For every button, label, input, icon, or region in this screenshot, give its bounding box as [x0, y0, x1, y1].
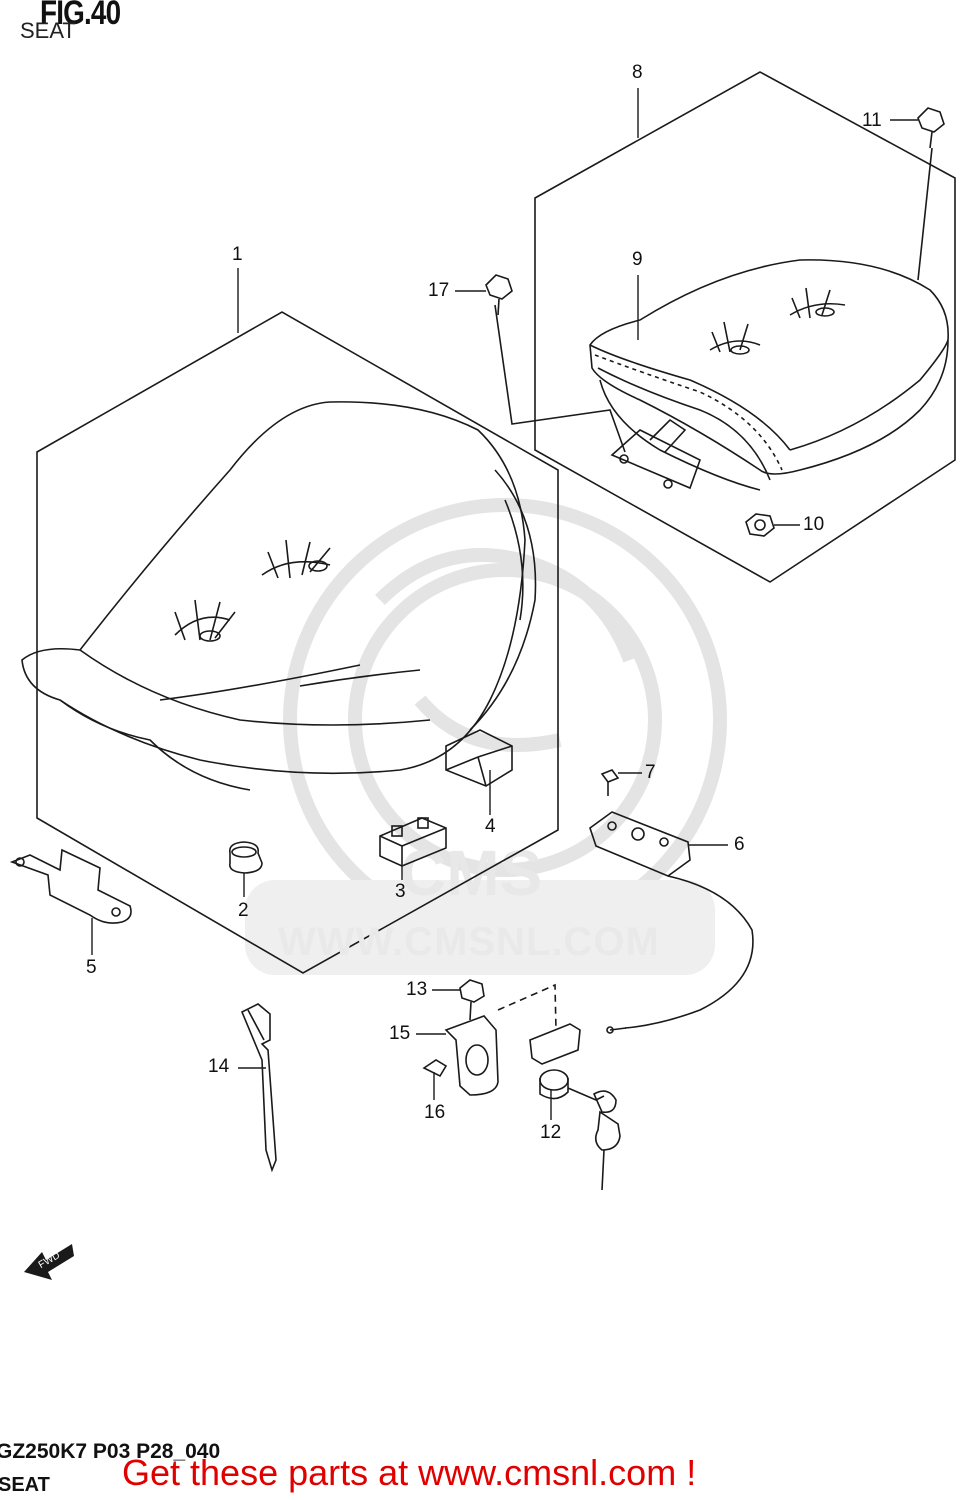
watermark-url: WWW.CMSNL.COM — [278, 920, 660, 964]
callout-13: 13 — [406, 979, 428, 1000]
callout-12: 12 — [540, 1122, 562, 1143]
callout-8: 8 — [632, 62, 643, 83]
callout-10: 10 — [803, 514, 825, 535]
callout-7: 7 — [645, 762, 656, 783]
cms-watermark-logo — [245, 498, 727, 975]
callout-11: 11 — [862, 110, 882, 131]
callout-1: 1 — [232, 244, 243, 265]
rear-seat-group — [494, 71, 956, 583]
leader-lines — [91, 88, 918, 1120]
callout-17: 17 — [428, 280, 450, 301]
callout-2: 2 — [238, 900, 249, 921]
model-code: GZ250K7 P03 P28_040 — [0, 1440, 221, 1463]
fwd-arrow-icon — [24, 1244, 74, 1280]
figure-subtitle: SEAT — [20, 18, 76, 43]
callout-5: 5 — [86, 957, 97, 978]
small-parts — [9, 107, 945, 1191]
callout-4: 4 — [485, 816, 496, 837]
callout-15: 15 — [389, 1023, 411, 1044]
callout-9: 9 — [632, 249, 643, 270]
promo-link[interactable]: Get these parts at www.cmsnl.com ! — [122, 1452, 697, 1493]
figure-title: FIG.40 — [40, 0, 121, 32]
cms-logo-text: CMS — [400, 837, 542, 909]
callout-14: 14 — [208, 1056, 230, 1077]
front-seat-group — [21, 311, 559, 974]
callout-16: 16 — [424, 1102, 446, 1123]
callout-6: 6 — [734, 834, 745, 855]
section-name: SEAT — [0, 1474, 50, 1496]
callout-3: 3 — [395, 881, 406, 902]
